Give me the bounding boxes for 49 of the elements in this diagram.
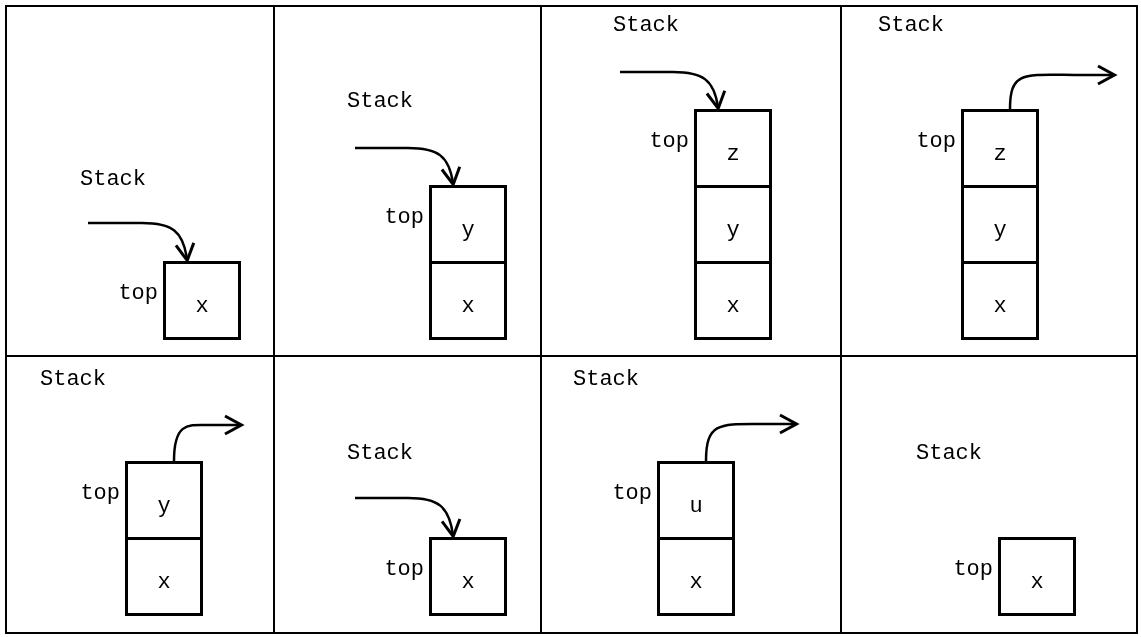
arrow xyxy=(172,415,243,462)
entry-value: z xyxy=(726,142,740,167)
stack-entry xyxy=(429,261,507,340)
stack-label: Stack xyxy=(347,90,413,114)
entry-value: z xyxy=(993,142,1007,167)
stack-panel xyxy=(840,5,1138,357)
entry-value: u xyxy=(689,494,703,519)
top-label: top xyxy=(384,206,424,230)
arrow xyxy=(355,146,460,186)
entry-value: y xyxy=(726,218,740,243)
stack-entry xyxy=(125,537,203,616)
stack-entry xyxy=(961,261,1039,340)
arrow xyxy=(704,414,798,462)
arrow xyxy=(620,70,725,110)
top-label: top xyxy=(916,130,956,154)
stack-panel xyxy=(5,355,275,634)
top-label: top xyxy=(612,482,652,506)
top-label: top xyxy=(80,482,120,506)
stack-label: Stack xyxy=(347,442,413,466)
stack-panel xyxy=(5,5,275,357)
stack-label: Stack xyxy=(878,14,944,38)
stack-label: Stack xyxy=(80,168,146,192)
entry-value: x xyxy=(1030,570,1044,595)
entry-value: y xyxy=(993,218,1007,243)
entry-value: y xyxy=(157,494,171,519)
arrow xyxy=(88,221,195,262)
stack-panel xyxy=(840,355,1138,634)
stack-label: Stack xyxy=(40,368,106,392)
entry-value: x xyxy=(461,294,475,319)
entry-value: x xyxy=(157,570,171,595)
top-label: top xyxy=(118,282,158,306)
entry-value: x xyxy=(993,294,1007,319)
stack-label: Stack xyxy=(613,14,679,38)
entry-value: x xyxy=(689,570,703,595)
entry-value: y xyxy=(461,218,475,243)
entry-value: x xyxy=(195,294,209,319)
stack-label: Stack xyxy=(573,368,639,392)
stack-entry xyxy=(657,537,735,616)
stack-entry xyxy=(961,185,1039,264)
top-label: top xyxy=(649,130,689,154)
stack-label: Stack xyxy=(916,442,982,466)
stack-entry xyxy=(694,261,772,340)
arrow xyxy=(355,496,461,538)
entry-value: x xyxy=(726,294,740,319)
top-label: top xyxy=(953,558,993,582)
arrow xyxy=(1008,65,1116,110)
entry-value: x xyxy=(461,570,475,595)
top-label: top xyxy=(384,558,424,582)
stack-entry xyxy=(694,185,772,264)
